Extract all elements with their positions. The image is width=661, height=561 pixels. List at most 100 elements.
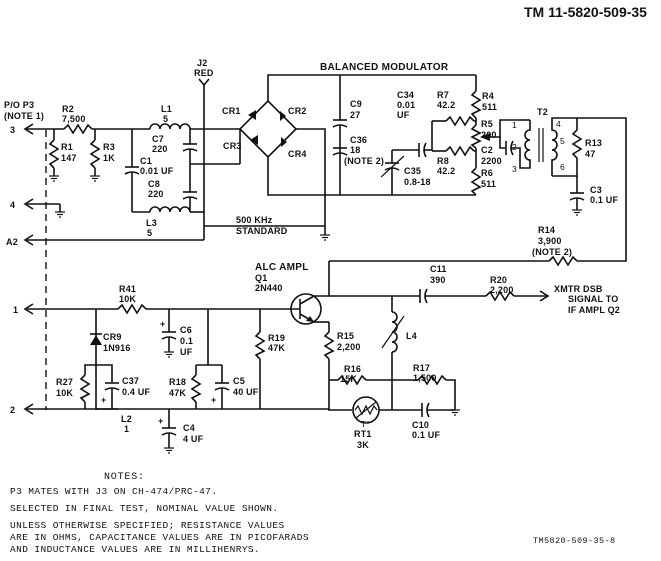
r16-ref: R18 [169, 377, 186, 387]
c34-value: 0.01 [397, 100, 415, 110]
pin-2-arrow [25, 404, 33, 414]
wire-c2 [500, 137, 506, 148]
cr3-diode-icon [250, 135, 258, 145]
t2-ref: T2 [537, 107, 548, 117]
t2-pin1: 1 [512, 120, 517, 130]
c34-unit: UF [397, 110, 410, 120]
r4-resistor [472, 91, 480, 118]
wire-rt1-left [329, 380, 352, 410]
r13-value: 47 [585, 149, 595, 159]
r15-resistor [325, 332, 333, 359]
pin-3-label: 3 [10, 125, 15, 135]
r27-value: 10K [56, 388, 73, 398]
c35-value: 0.8-18 [404, 177, 431, 187]
c4-ground-icon [163, 447, 175, 454]
c9-value: 27 [350, 110, 360, 120]
r14-resistor [549, 257, 577, 265]
wire-r18-right [446, 380, 455, 410]
l4-inductor [392, 312, 397, 352]
c11-value: 390 [430, 275, 446, 285]
r14-ref: R14 [538, 225, 555, 235]
r8-resistor [446, 147, 474, 155]
c8-value: 220 [148, 189, 164, 199]
document-number: TM 11-5820-509-35 [524, 4, 647, 20]
c1-value: 0.01 UF [140, 166, 174, 176]
r41-value: 10K [119, 294, 136, 304]
c7-value: 220 [152, 144, 168, 154]
l1-value: 5 [163, 114, 168, 124]
l4-adjust-arrow [382, 316, 404, 348]
wire-c37-top [96, 365, 112, 383]
output-arrow [540, 291, 548, 301]
r8-value: 42.2 [437, 166, 455, 176]
c4-plus: + [158, 416, 163, 426]
c11-ref: C11 [430, 264, 447, 274]
c4-ref: C4 [183, 423, 195, 433]
pin-4-arrow [25, 199, 33, 209]
notes-heading: NOTES: [104, 472, 145, 483]
r16-resistor [192, 375, 200, 402]
c6-ground-icon [163, 351, 175, 358]
rt1-mark: T° [361, 419, 370, 429]
q1-emitter-arrow [306, 316, 314, 322]
r3-value: 1K [103, 153, 115, 163]
c34-ref: C34 [397, 90, 414, 100]
t2-secondary-coil [552, 124, 557, 176]
r6-resistor [472, 168, 480, 195]
output-line2: SIGNAL TO [568, 294, 618, 304]
r4-value: 511 [482, 102, 497, 112]
c10-value: 0.1 UF [412, 430, 441, 440]
r6-value: 511 [481, 179, 496, 189]
c6-ref: C6 [180, 325, 192, 335]
cr1-diode-icon [248, 110, 256, 120]
r17-ref: R16 [344, 364, 361, 374]
r5-resistor [472, 125, 480, 148]
c2-value: 2200 [481, 156, 502, 166]
t2-pin2: 2 [512, 142, 517, 152]
r18-resistor [418, 376, 446, 384]
l3-inductor [150, 207, 190, 212]
wire-bridge-top [268, 75, 476, 101]
r14-value: 3,900 [538, 236, 562, 246]
alc-ampl-title: ALC AMPL [255, 262, 309, 273]
wire-bridge-right-gnd [322, 129, 325, 235]
c36-note: (NOTE 2) [344, 156, 384, 166]
t2-pin3: 3 [512, 164, 517, 174]
c2-ref: C2 [481, 145, 493, 155]
pin-a2-label: A2 [6, 237, 18, 247]
c8-ref: C8 [148, 179, 160, 189]
r15-ref: R15 [337, 331, 354, 341]
r2-resistor [64, 125, 92, 133]
output-line1: XMTR DSB [554, 284, 603, 294]
r5-ref: R5 [481, 119, 493, 129]
l4-ref: L4 [406, 331, 417, 341]
r8-ref: R8 [437, 156, 449, 166]
t2-primary-coil [522, 120, 530, 168]
c3-ref: C3 [590, 185, 602, 195]
pin-1-arrow [25, 304, 33, 314]
r27-resistor [81, 375, 89, 402]
c36-ref: C36 [350, 135, 367, 145]
t2-pin6: 6 [560, 162, 565, 172]
wire-bridge-bot [268, 157, 476, 195]
note-1: P3 MATES WITH J3 ON CH-474/PRC-47. [10, 486, 217, 497]
r2-value: 7,500 [62, 114, 86, 124]
c3-ground-icon [571, 209, 583, 216]
c37-value: 0.4 UF [122, 387, 151, 397]
note-3: UNLESS OTHERWISE SPECIFIED; RESISTANCE V… [10, 520, 285, 531]
l1-ref: L1 [161, 104, 172, 114]
rt1-value: 3K [357, 440, 369, 450]
r5-wiper-arrow [480, 133, 490, 141]
pin-4-label: 4 [10, 200, 15, 210]
r6-ref: R6 [481, 168, 493, 178]
c7-ref: C7 [152, 134, 164, 144]
cr2-diode-icon [280, 111, 286, 121]
l3-ref: L3 [146, 218, 157, 228]
standard-line2: STANDARD [236, 226, 288, 236]
r41-ref: R41 [119, 284, 136, 294]
wire-t2-sec-top [552, 118, 577, 130]
r16-value: 47K [169, 388, 186, 398]
c35-variable-arrow [381, 156, 404, 177]
cr2-ref: CR2 [288, 106, 307, 116]
j2-color: RED [194, 68, 214, 78]
